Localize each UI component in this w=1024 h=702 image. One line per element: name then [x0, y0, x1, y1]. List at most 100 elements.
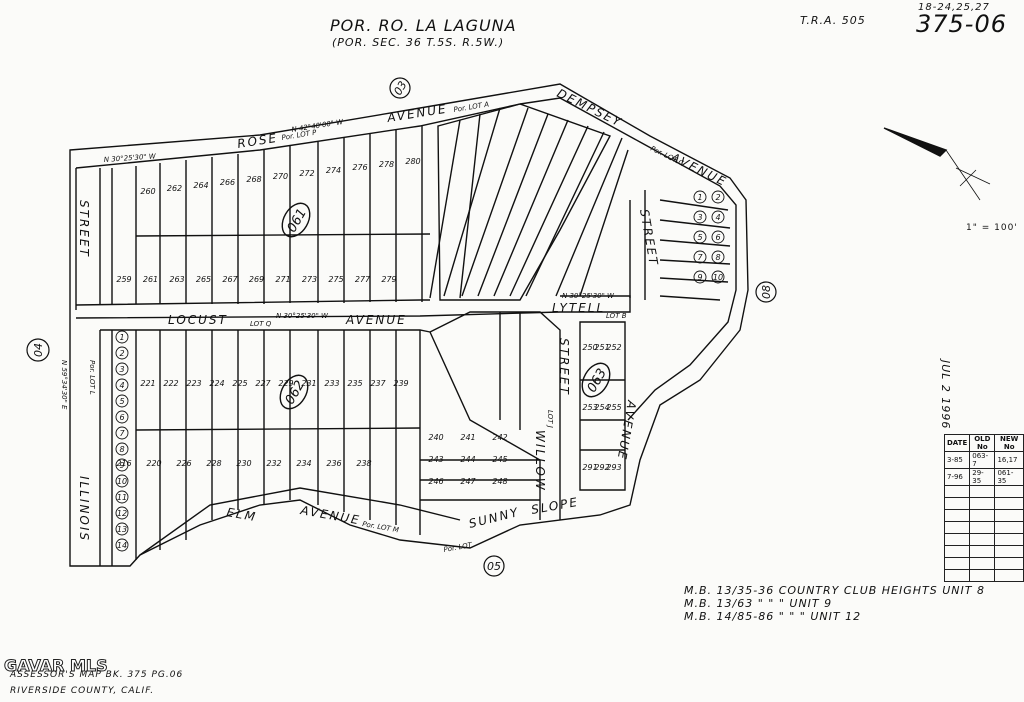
parcel-circle-number: 5	[119, 397, 124, 406]
table-cell	[994, 557, 1024, 570]
table-cell	[943, 509, 971, 522]
street-willow-street: STREET	[557, 338, 571, 396]
parcel-circle-number: 11	[117, 493, 127, 502]
book-number-05: 05	[487, 560, 501, 573]
table-cell	[943, 545, 971, 558]
parcel-number: 273	[302, 275, 317, 284]
table-row	[943, 569, 1024, 582]
parcel-circle-number: 3	[119, 365, 124, 374]
book-number-03: 03	[391, 79, 409, 98]
parcel-circle-number: 7	[697, 253, 703, 262]
parcel-number: 255	[606, 403, 621, 412]
parcel-number: 236	[326, 459, 341, 468]
parcel-number: 244	[460, 455, 475, 464]
parcel-number: 234	[296, 459, 311, 468]
date-stamp: JUL 2 1996	[939, 360, 952, 430]
parcel-number: 270	[273, 172, 288, 181]
table-cell	[969, 521, 996, 534]
table-cell	[943, 497, 971, 510]
parcel-number: 271	[275, 275, 290, 284]
parcel-number: 231	[301, 379, 316, 388]
parcel-number: 279	[381, 275, 396, 284]
parcel-number: 220	[146, 459, 161, 468]
table-cell: 29-35	[969, 468, 996, 486]
parcel-number: 254	[594, 403, 609, 412]
parcel-number: 226	[176, 459, 191, 468]
north-arrow-icon	[883, 127, 948, 157]
parcel-circle-number: 12	[117, 509, 127, 518]
parcel-number: 268	[246, 175, 261, 184]
parcel-number: 246	[428, 477, 443, 486]
lot-l-label: Por. LOT L	[88, 360, 96, 395]
parcel-circle-number: 2	[119, 349, 124, 358]
parcel-number: 278	[379, 160, 394, 169]
parcel-circle-number: 7	[119, 429, 125, 438]
parcel-number: 251	[594, 343, 609, 352]
street-elm: ELM	[225, 505, 258, 524]
parcel-number: 269	[249, 275, 264, 284]
parcel-number: 224	[209, 379, 224, 388]
parcel-circle-number: 6	[119, 413, 124, 422]
parcel-number: 274	[326, 166, 341, 175]
parcel-circle-number: 10	[713, 273, 723, 282]
book-number-08: 08	[760, 285, 773, 299]
parcel-number: 242	[492, 433, 507, 442]
table-cell: 3-85	[943, 451, 971, 469]
parcel-number: 263	[169, 275, 184, 284]
parcel-number: 248	[492, 477, 507, 486]
bearing-locust: N 30°25'30" W	[276, 312, 329, 320]
parcel-number: 291	[582, 463, 597, 472]
table-row	[943, 509, 1024, 522]
parcel-number: 253	[582, 403, 597, 412]
parcel-circle-number: 10	[117, 477, 127, 486]
parcel-circle-number: 4	[119, 381, 124, 390]
lot-q-label: LOT Q	[250, 320, 272, 328]
page-number: 375-06	[916, 10, 1008, 38]
table-cell	[943, 533, 971, 546]
parcel-circle-number: 1	[119, 333, 124, 342]
table-row	[943, 545, 1024, 558]
parcel-number: 272	[299, 169, 314, 178]
parcel-number: 228	[206, 459, 221, 468]
table-cell	[994, 497, 1024, 510]
lot-n-label: Por. LOT	[443, 541, 473, 554]
parcel-number: 276	[352, 163, 367, 172]
table-row	[943, 497, 1024, 510]
street-illinois: ILLINOIS	[77, 476, 91, 542]
parcel-circle-number: 1	[697, 193, 702, 202]
column-header: NEW No	[994, 434, 1024, 452]
page-reference: 18-24,25,27	[918, 2, 990, 13]
table-cell	[943, 569, 971, 582]
table-cell	[994, 533, 1024, 546]
parcel-circle-number: 8	[715, 253, 720, 262]
street-lytell: LYTELL	[552, 301, 605, 315]
parcel-number: 250	[582, 343, 597, 352]
map-book-line: M.B. 13/63 " " " UNIT 9	[684, 597, 833, 610]
parcel-circle-number: 13	[117, 525, 127, 534]
street-locust-avenue: AVENUE	[345, 313, 407, 327]
table-cell	[943, 521, 971, 534]
lot-b-label: LOT B	[606, 312, 627, 320]
parcel-number: 292	[594, 463, 609, 472]
parcel-circle-number: 3	[697, 213, 702, 222]
book-number-04: 04	[32, 343, 45, 357]
street-slope: SLOPE	[530, 495, 580, 517]
parcel-number: 232	[266, 459, 281, 468]
table-row	[943, 521, 1024, 534]
table-cell	[943, 557, 971, 570]
parcel-number: 265	[196, 275, 211, 284]
table-cell	[969, 545, 996, 558]
map-subtitle: (POR. SEC. 36 T.5S. R.5W.)	[332, 36, 505, 49]
parcel-number: 233	[324, 379, 339, 388]
map-book-line: M.B. 13/35-36 COUNTRY CLUB HEIGHTS UNIT …	[684, 584, 985, 597]
map-book-references: M.B. 13/35-36 COUNTRY CLUB HEIGHTS UNIT …	[684, 584, 985, 623]
table-header-row: DATE OLD No NEW No	[943, 434, 1024, 452]
table-cell: 16,17	[994, 451, 1024, 469]
table-cell	[969, 557, 996, 570]
parcel-number: 261	[143, 275, 158, 284]
lot-m-label: Por. LOT M	[362, 520, 400, 534]
parcel-number: 223	[186, 379, 201, 388]
street-east-street: STREET	[637, 208, 661, 267]
